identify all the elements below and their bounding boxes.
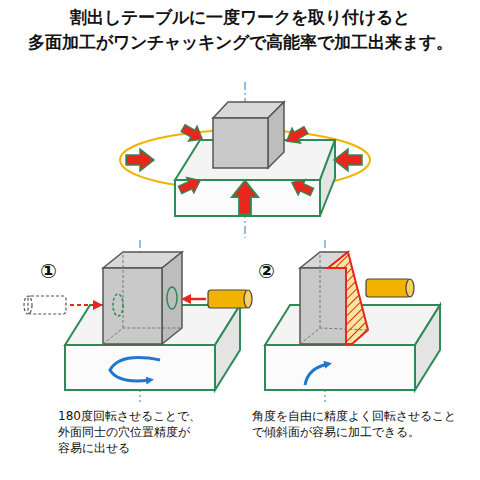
note-text: 角度を自由に精度よく回転させること で傾斜面が容易に加工できる。 (252, 408, 474, 440)
note-text: 180度回転させることで、 外面同士の穴位置精度が 容易に出せる (58, 408, 228, 457)
callout-number: ② (258, 258, 275, 285)
panel-two (265, 240, 440, 402)
top-illustration (120, 82, 370, 238)
callout-number: ① (40, 258, 57, 285)
title-text: 割出しテーブルに一度ワークを取り付けると 多面加工がワンチャッキングで高能率で加… (12, 6, 468, 56)
panel-one (24, 240, 252, 402)
